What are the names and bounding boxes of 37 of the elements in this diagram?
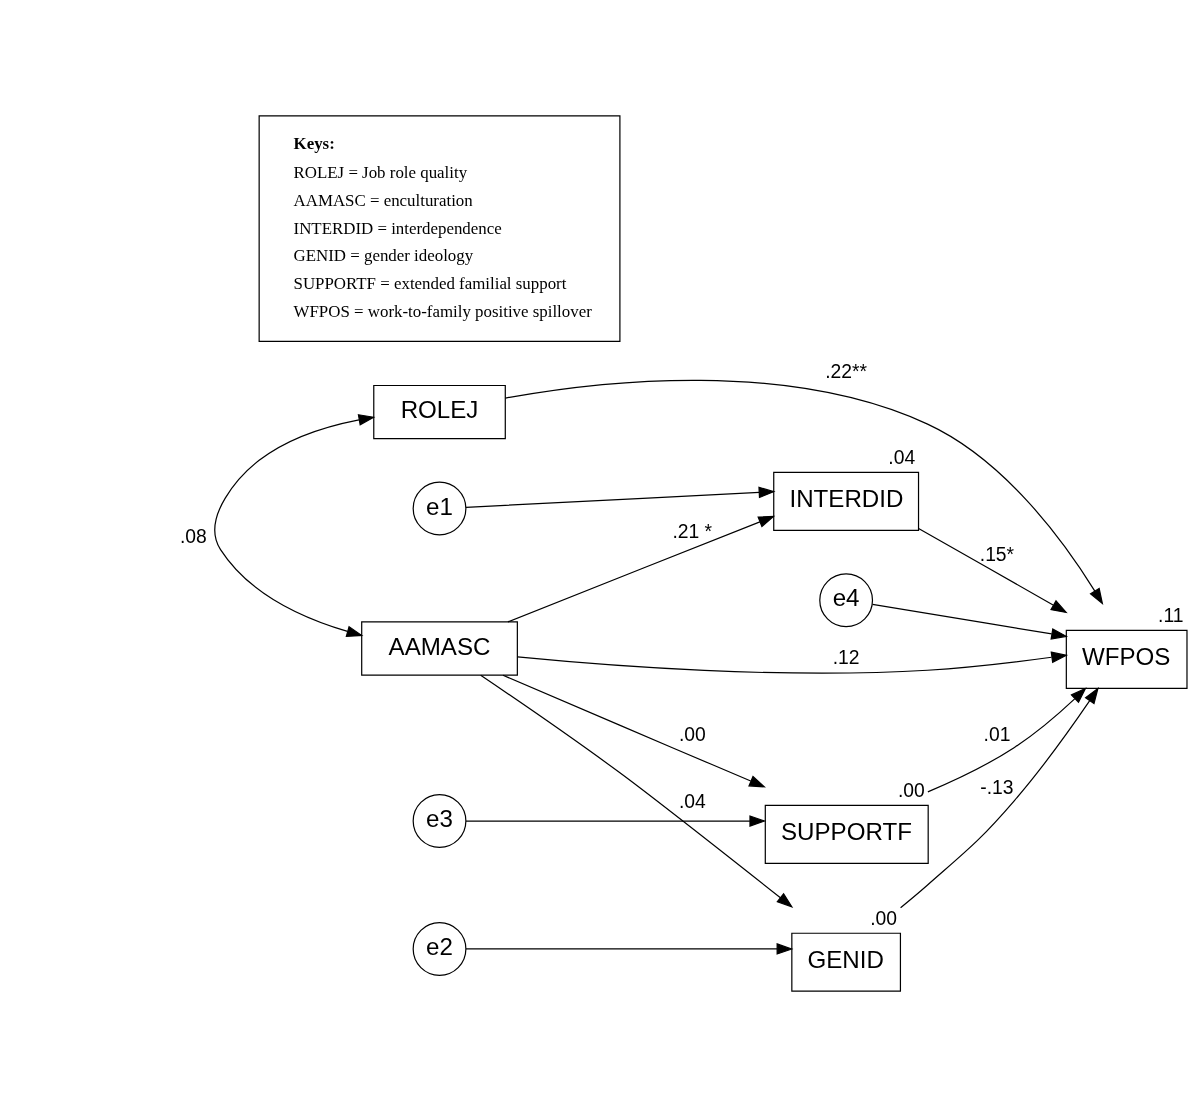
node-label: .00 bbox=[870, 907, 898, 929]
edge-label: .08 bbox=[179, 526, 207, 548]
edge-label: .04 bbox=[678, 790, 706, 812]
node-circle: e1 bbox=[412, 481, 467, 536]
edge-label: .22** bbox=[825, 361, 868, 383]
node-box: SUPPORTF bbox=[764, 804, 929, 864]
node-circle: e3 bbox=[412, 794, 467, 848]
arrow bbox=[465, 815, 767, 827]
edge-label: .15* bbox=[979, 544, 1015, 566]
arrow bbox=[214, 414, 376, 638]
node-box: Keys: ROLEJ = Job role quality AAMASC = enculturation INTERDID = interdependence GENID = gender ideology SUPPORTF = extended familial support WFPOS = work-to-family positive spillover bbox=[258, 115, 621, 343]
arrow bbox=[871, 603, 1069, 640]
arrow bbox=[480, 674, 794, 908]
arrow bbox=[507, 515, 776, 623]
node-box: ROLEJ bbox=[373, 384, 506, 440]
node-circle: e4 bbox=[819, 573, 874, 628]
arrow bbox=[900, 687, 1099, 909]
node-box: INTERDID bbox=[773, 471, 920, 531]
edge-label: .12 bbox=[832, 646, 860, 668]
edge-label: .21 * bbox=[672, 521, 713, 543]
node-circle: e2 bbox=[412, 922, 467, 976]
arrow bbox=[465, 943, 794, 955]
edge-label: .00 bbox=[678, 724, 706, 746]
arrow bbox=[516, 651, 1069, 674]
node-label: .11 bbox=[1158, 604, 1184, 626]
node-label: .00 bbox=[898, 779, 925, 801]
arrow bbox=[502, 674, 766, 788]
node-label: .04 bbox=[888, 446, 916, 468]
edge-label: .01 bbox=[983, 724, 1011, 746]
node-box: GENID bbox=[791, 932, 902, 992]
arrow bbox=[504, 379, 1104, 606]
edge-label: -.13 bbox=[980, 777, 1014, 799]
node-box: WFPOS bbox=[1065, 629, 1188, 689]
node-box: AAMASC bbox=[361, 621, 518, 676]
arrow bbox=[465, 486, 776, 508]
arrow bbox=[918, 527, 1068, 614]
arrow bbox=[927, 687, 1087, 793]
